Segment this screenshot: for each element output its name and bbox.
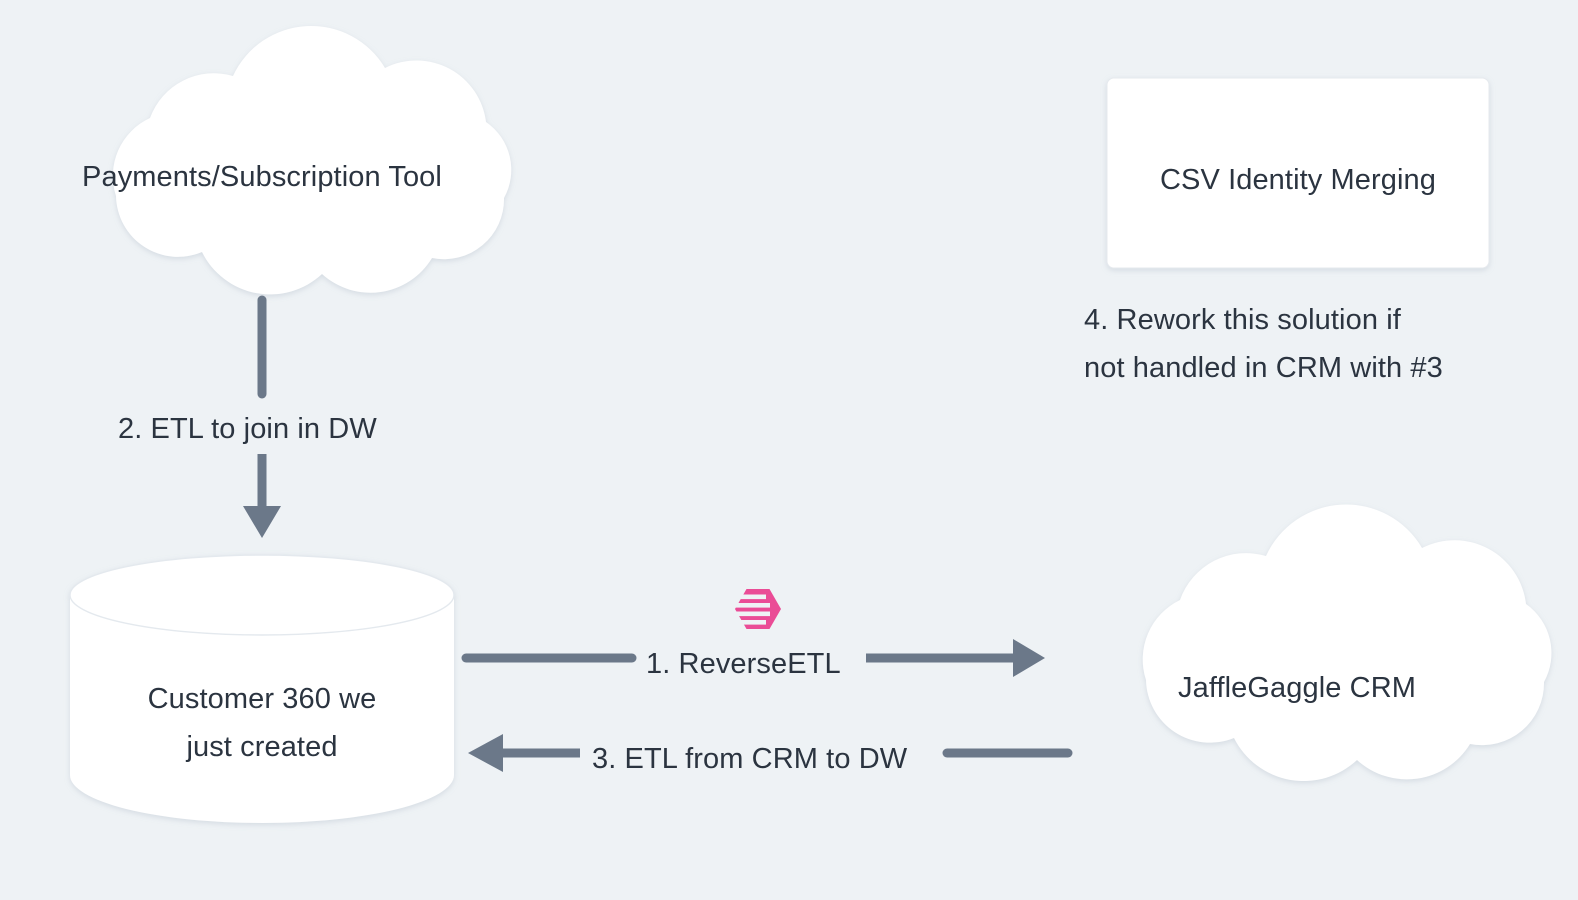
edge-reverse-etl-line[interactable]	[461, 639, 1045, 677]
node-jafflegaggle-crm-cloud-shape[interactable]	[1142, 504, 1552, 782]
edge-etl-join-label: 2. ETL to join in DW	[112, 404, 383, 455]
node-payments-label: Payments/Subscription Tool	[82, 161, 442, 193]
edge-etl-from-crm-line[interactable]	[468, 734, 1073, 772]
node-customer360-cylinder-shape[interactable]	[69, 554, 455, 823]
node-customer360-label: Customer 360 we just created	[147, 683, 377, 763]
node-jafflegaggle-crm-label: JaffleGaggle CRM	[1177, 672, 1416, 704]
hightouch-hexagon-icon	[733, 586, 785, 632]
edge-etl-from-crm-label: 3. ETL from CRM to DW	[586, 735, 914, 784]
node-csv-identity-merging-label: CSV Identity Merging	[1159, 164, 1436, 196]
annotation-rework-text: 4. Rework this solution if not handled i…	[1084, 304, 1443, 384]
node-csv-identity-merging-shape[interactable]	[1106, 77, 1490, 269]
edge-etl-join-line[interactable]	[243, 295, 281, 538]
node-payments-cloud-shape[interactable]	[112, 25, 512, 295]
edge-reverse-etl-label: 1. ReverseETL	[640, 640, 847, 689]
